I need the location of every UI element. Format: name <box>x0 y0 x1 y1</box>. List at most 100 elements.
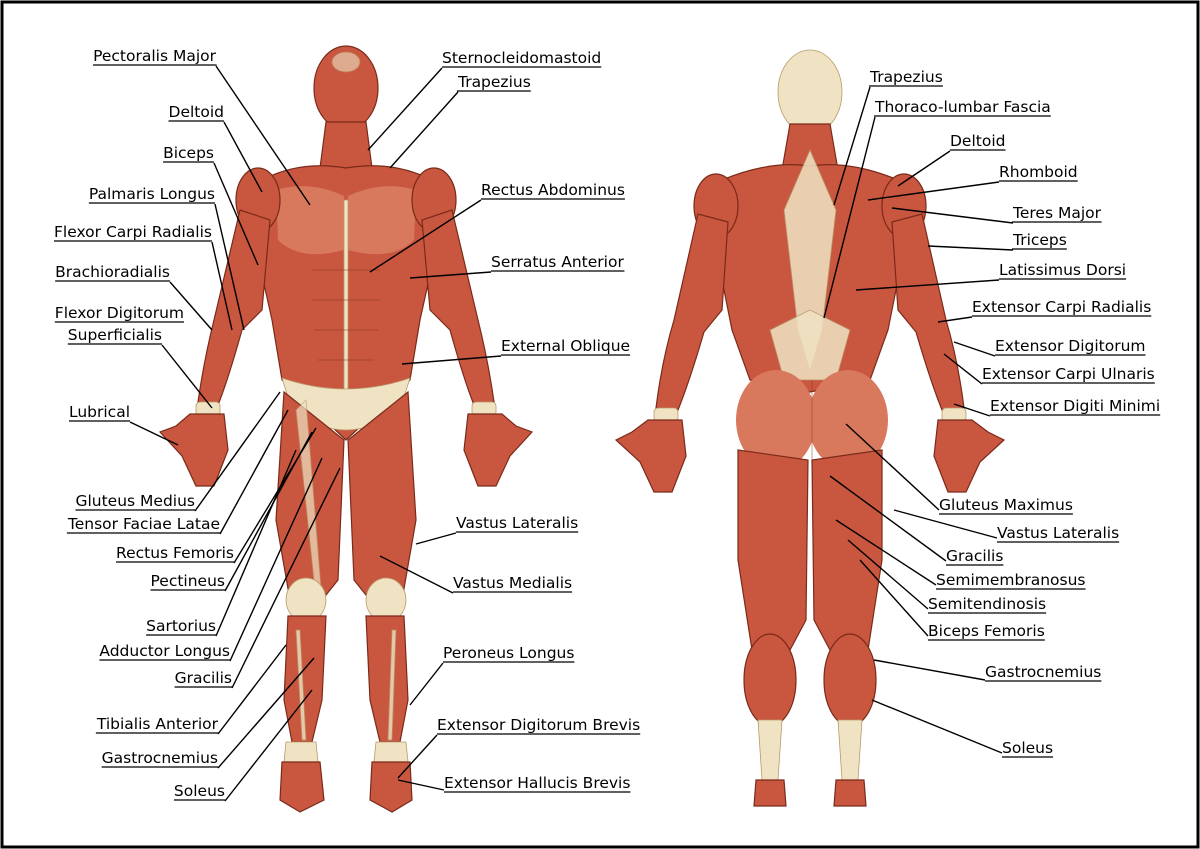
leader-line-deltoid <box>223 121 263 193</box>
label-text-deltoid-back: Deltoid <box>950 132 1005 150</box>
label-text-tensor-faciae-latae: Tensor Faciae Latae <box>67 515 220 533</box>
leader-line-adductor-longus <box>229 457 323 662</box>
label-soleus-front: Soleus <box>173 689 313 802</box>
label-text-biceps-femoris: Biceps Femoris <box>928 622 1045 640</box>
leader-line-gluteus-medius <box>194 391 281 512</box>
label-semimembranosus: Semimembranosus <box>835 519 1086 590</box>
label-triceps: Triceps <box>927 231 1067 251</box>
leader-line-thoraco-lumbar-fascia <box>823 116 876 319</box>
label-extensor-hallucis-brevis: Extensor Hallucis Brevis <box>397 774 631 793</box>
label-text-gluteus-maximus: Gluteus Maximus <box>939 496 1073 514</box>
label-tibialis-anterior: Tibialis Anterior <box>95 644 287 735</box>
label-semitendinosis: Semitendinosis <box>847 539 1047 614</box>
leader-line-gastrocnemius-front <box>217 657 315 769</box>
label-text-teres-major: Teres Major <box>1012 204 1102 222</box>
leader-line-brachioradialis <box>169 281 213 331</box>
label-vastus-lateralis-back: Vastus Lateralis <box>893 509 1120 543</box>
label-text-extensor-carpi-ulnaris: Extensor Carpi Ulnaris <box>982 365 1155 383</box>
label-gluteus-medius: Gluteus Medius <box>75 391 281 512</box>
label-text-extensor-digitorum-brevis: Extensor Digitorum Brevis <box>437 716 640 734</box>
label-text-vastus-medialis: Vastus Medialis <box>453 574 572 592</box>
label-extensor-digiti-minimi: Extensor Digiti Minimi <box>953 397 1161 417</box>
leader-line-gluteus-maximus <box>845 423 940 511</box>
leader-line-tensor-faciae-latae <box>219 409 289 535</box>
label-tensor-faciae-latae: Tensor Faciae Latae <box>66 409 289 535</box>
label-text-thoraco-lumbar-fascia: Thoraco-lumbar Fascia <box>874 98 1051 116</box>
label-text-trapezius-front: Trapezius <box>457 73 531 91</box>
leader-line-biceps-femoris <box>859 559 929 637</box>
label-text-pectoralis-major: Pectoralis Major <box>93 47 217 65</box>
label-gastrocnemius-back: Gastrocnemius <box>873 659 1102 682</box>
leader-line-lubrical <box>129 421 179 446</box>
label-text-vastus-lateralis-back: Vastus Lateralis <box>997 524 1119 542</box>
leader-line-rhomboid <box>867 181 1000 201</box>
label-text-brachioradialis: Brachioradialis <box>55 263 170 281</box>
leader-line-triceps <box>927 245 1014 251</box>
label-text-rhomboid: Rhomboid <box>999 163 1078 181</box>
label-vastus-medialis: Vastus Medialis <box>379 555 573 594</box>
label-rhomboid: Rhomboid <box>867 163 1078 201</box>
leader-line-deltoid-back <box>897 150 951 187</box>
label-text-sartorius: Sartorius <box>146 617 216 635</box>
front-figure <box>158 45 534 813</box>
label-text-tibialis-anterior: Tibialis Anterior <box>96 715 219 733</box>
label-deltoid-back: Deltoid <box>897 132 1006 187</box>
leader-line-extensor-carpi-ulnaris <box>943 353 983 385</box>
label-text-vastus-lateralis-front: Vastus Lateralis <box>456 514 578 532</box>
label-text-lubrical: Lubrical <box>69 403 130 421</box>
label-text-gastrocnemius-front: Gastrocnemius <box>102 749 218 767</box>
leader-line-serratus-anterior <box>409 271 492 279</box>
leader-line-tibialis-anterior <box>217 644 287 735</box>
leader-line-sartorius <box>215 449 297 637</box>
label-extensor-carpi-radialis: Extensor Carpi Radialis <box>937 298 1152 323</box>
label-text-palmaris-longus: Palmaris Longus <box>89 185 215 203</box>
leader-line-vastus-lateralis-back <box>893 509 998 539</box>
label-text-soleus-front: Soleus <box>174 782 225 800</box>
label-text-gracilis-front: Gracilis <box>175 669 232 687</box>
label-flexor-digitorum-1: Flexor Digitorum <box>54 304 184 323</box>
label-gracilis-back: Gracilis <box>829 475 1004 566</box>
label-thoraco-lumbar-fascia: Thoraco-lumbar Fascia <box>823 98 1051 319</box>
label-palmaris-longus: Palmaris Longus <box>88 185 245 331</box>
leader-line-extensor-carpi-radialis <box>937 316 973 323</box>
label-extensor-digitorum-brevis: Extensor Digitorum Brevis <box>397 716 641 779</box>
leader-line-extensor-digitorum-brevis <box>397 734 438 779</box>
label-serratus-anterior: Serratus Anterior <box>409 253 625 279</box>
label-biceps: Biceps <box>163 144 259 266</box>
label-text-triceps: Triceps <box>1012 231 1067 249</box>
label-text-rectus-abdominus: Rectus Abdominus <box>481 181 625 199</box>
label-soleus-back: Soleus <box>871 699 1054 758</box>
label-external-oblique: External Oblique <box>401 337 631 365</box>
leader-line-semitendinosis <box>847 539 929 610</box>
label-text-semimembranosus: Semimembranosus <box>936 571 1086 589</box>
leader-line-biceps <box>213 162 259 266</box>
label-gastrocnemius-front: Gastrocnemius <box>101 657 315 769</box>
label-deltoid: Deltoid <box>168 103 263 193</box>
leader-line-flexor-digitorum-2 <box>161 344 213 409</box>
label-text-gracilis-back: Gracilis <box>946 547 1003 565</box>
label-text-serratus-anterior: Serratus Anterior <box>491 253 624 271</box>
label-text-extensor-carpi-radialis: Extensor Carpi Radialis <box>972 298 1151 316</box>
leader-line-pectoralis-major <box>215 65 311 206</box>
label-text-latissimus-dorsi: Latissimus Dorsi <box>999 261 1126 279</box>
label-sternocleidomastoid: Sternocleidomastoid <box>367 49 602 151</box>
leader-line-pectineus <box>224 431 313 592</box>
label-text-semitendinosis: Semitendinosis <box>928 595 1046 613</box>
label-vastus-lateralis-front: Vastus Lateralis <box>415 514 579 545</box>
leader-line-extensor-digiti-minimi <box>953 403 991 417</box>
label-text-soleus-back: Soleus <box>1002 739 1053 757</box>
leader-line-soleus-front <box>224 689 313 802</box>
label-adductor-longus: Adductor Longus <box>99 457 323 662</box>
label-brachioradialis: Brachioradialis <box>55 263 213 331</box>
label-text-external-oblique: External Oblique <box>501 337 630 355</box>
label-text-rectus-femoris: Rectus Femoris <box>116 544 234 562</box>
label-text-extensor-digiti-minimi: Extensor Digiti Minimi <box>990 397 1160 415</box>
leader-line-peroneus-longus <box>409 662 444 706</box>
label-pectoralis-major: Pectoralis Major <box>93 47 311 206</box>
leader-line-gastrocnemius-back <box>873 659 986 681</box>
label-extensor-carpi-ulnaris: Extensor Carpi Ulnaris <box>943 353 1155 385</box>
leader-line-gracilis-front <box>231 467 341 689</box>
